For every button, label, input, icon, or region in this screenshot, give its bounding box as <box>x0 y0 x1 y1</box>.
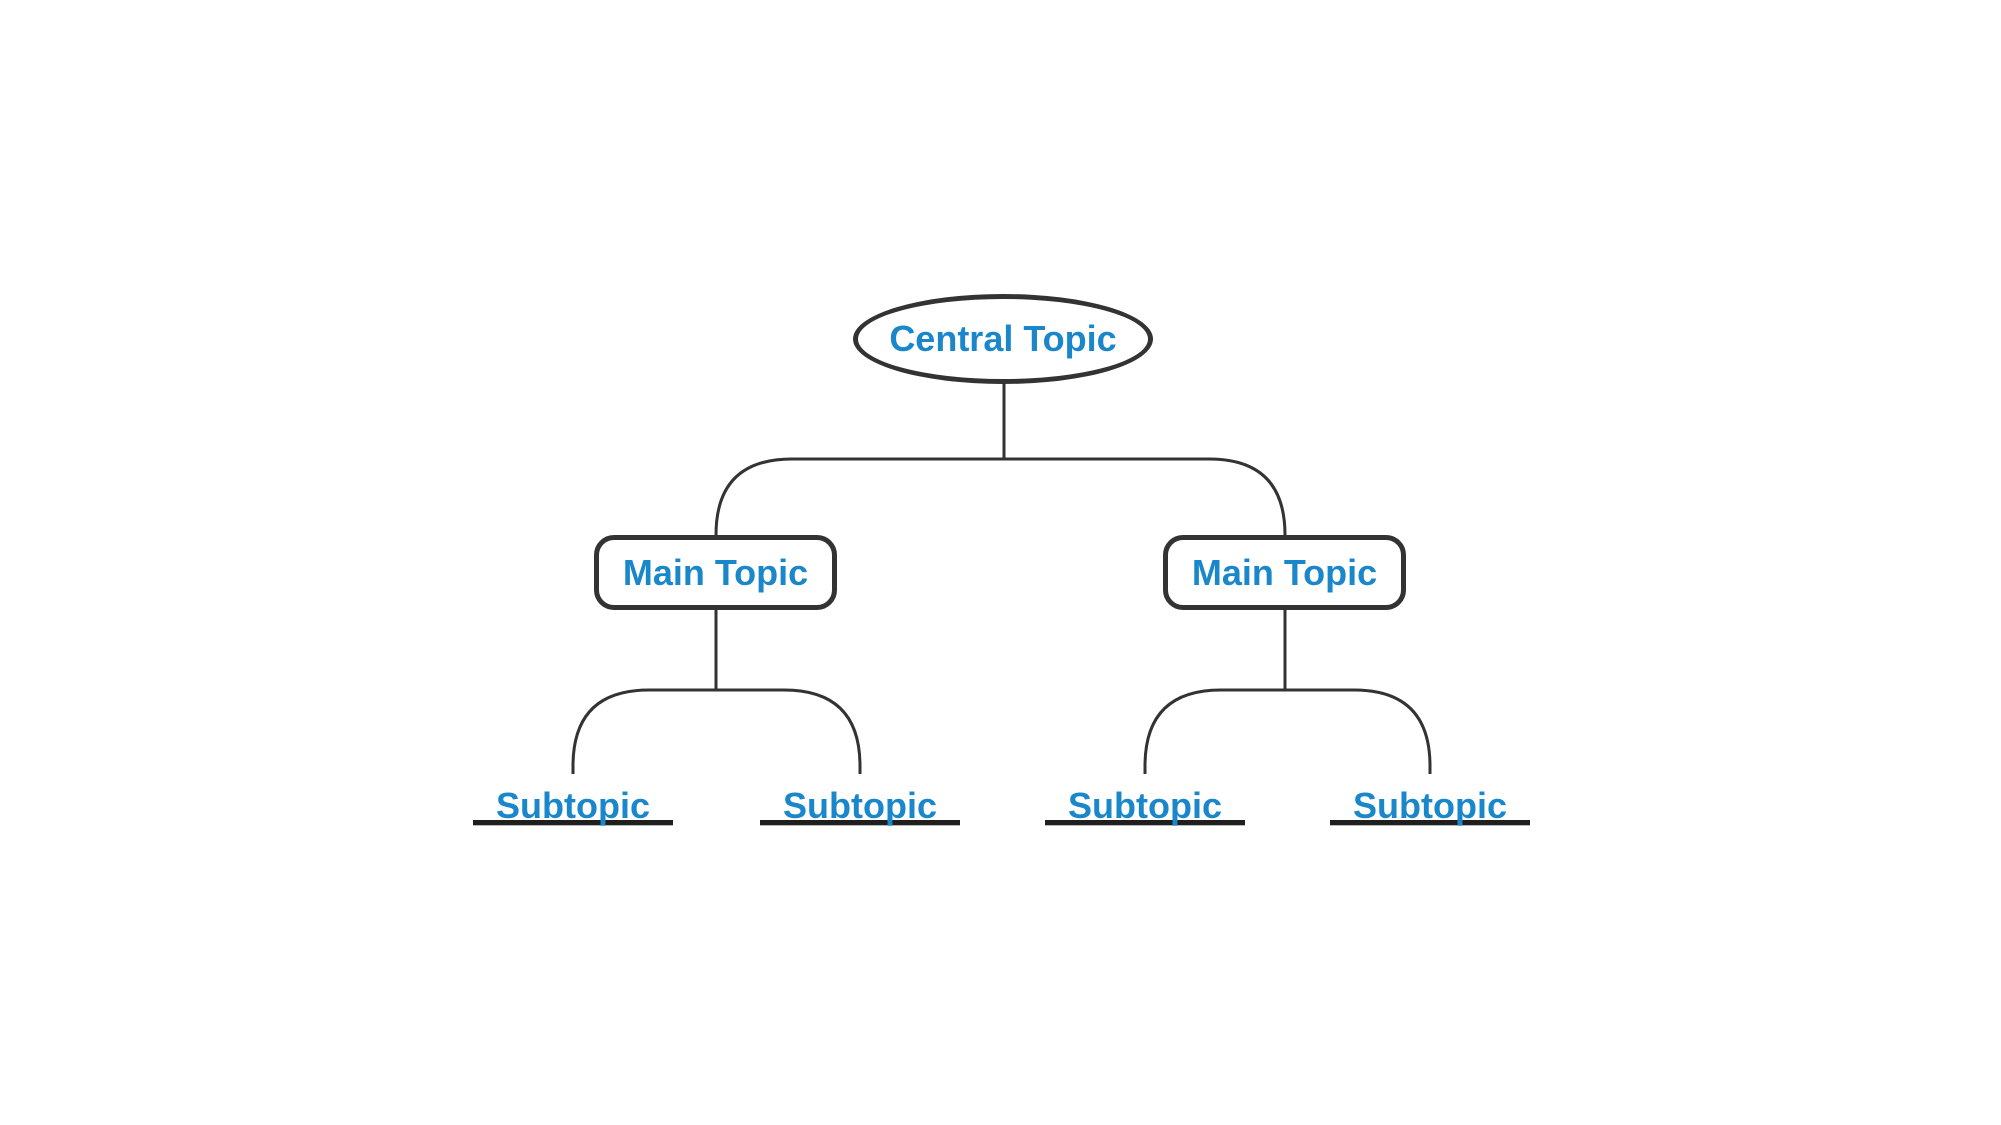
subtopic-label: Subtopic <box>496 785 650 826</box>
subtopic-underline <box>1045 820 1245 825</box>
connector-root-to-right-main <box>1004 457 1287 536</box>
subtopic-node-3[interactable]: Subtopic <box>1045 786 1245 830</box>
main-topic-node-left[interactable]: Main Topic <box>594 535 837 610</box>
connector-left-main-to-subtopic-2 <box>716 688 862 774</box>
main-topic-label: Main Topic <box>622 551 809 593</box>
subtopic-underline <box>1330 820 1530 825</box>
subtopic-node-1[interactable]: Subtopic <box>473 786 673 830</box>
subtopic-node-4[interactable]: Subtopic <box>1330 786 1530 830</box>
subtopic-label: Subtopic <box>1068 785 1222 826</box>
connector-root-to-left-main <box>714 457 1004 536</box>
subtopic-node-2[interactable]: Subtopic <box>760 786 960 830</box>
connector-left-main-to-subtopic-1 <box>571 688 716 774</box>
central-topic-label: Central Topic <box>889 318 1117 359</box>
main-topic-node-right[interactable]: Main Topic <box>1163 535 1406 610</box>
subtopic-label: Subtopic <box>1353 785 1507 826</box>
subtopic-label: Subtopic <box>783 785 937 826</box>
central-topic-node[interactable]: Central Topic <box>853 294 1153 384</box>
connector-right-main-to-subtopic-3 <box>1143 688 1285 774</box>
subtopic-underline <box>760 820 960 825</box>
connector-right-main-to-subtopic-4 <box>1285 688 1432 774</box>
main-topic-label: Main Topic <box>1191 551 1378 593</box>
subtopic-underline <box>473 820 673 825</box>
